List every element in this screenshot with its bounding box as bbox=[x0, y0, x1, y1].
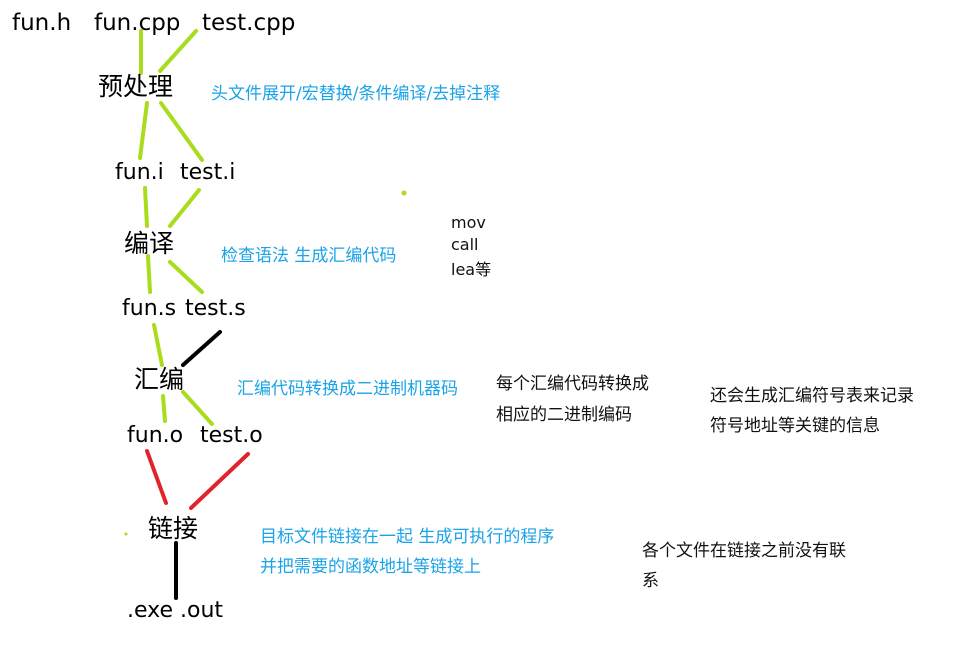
asm-example-call: call bbox=[451, 235, 479, 254]
file-fun-o: fun.o bbox=[127, 423, 184, 448]
connector-test-o-link bbox=[189, 452, 250, 510]
note-compile: 检查语法 生成汇编代码 bbox=[221, 246, 397, 266]
file-test-s: test.s bbox=[185, 296, 246, 321]
file-fun-cpp: fun.cpp bbox=[94, 10, 181, 36]
connector-compile-test-s bbox=[168, 260, 204, 294]
stage-compile: 编译 bbox=[124, 229, 175, 258]
file-test-i: test.i bbox=[180, 160, 236, 185]
connector-test-i-compile bbox=[168, 188, 201, 228]
note-link-line2: 并把需要的函数地址等链接上 bbox=[260, 557, 481, 577]
assemble-detail-line1: 每个汇编代码转换成 bbox=[496, 374, 649, 394]
note-link-line1: 目标文件链接在一起 生成可执行的程序 bbox=[260, 527, 555, 547]
asm-example-mov: mov bbox=[451, 213, 486, 232]
connector-preprocess-fun-i bbox=[138, 101, 149, 160]
note-preprocess: 头文件展开/宏替换/条件编译/去掉注释 bbox=[211, 84, 501, 104]
note-assemble: 汇编代码转换成二进制机器码 bbox=[237, 379, 458, 399]
assemble-detail-line2: 相应的二进制编码 bbox=[496, 405, 632, 425]
stage-preprocess: 预处理 bbox=[98, 72, 174, 101]
connector-test-s-assemble bbox=[181, 330, 222, 367]
stage-assemble: 汇编 bbox=[134, 365, 185, 394]
connector-fun-o-link bbox=[145, 449, 168, 505]
file-exe-out: .exe .out bbox=[127, 598, 224, 623]
symbol-table-line1: 还会生成汇编符号表来记录 bbox=[710, 386, 914, 406]
link-detail-line1: 各个文件在链接之前没有联 bbox=[642, 541, 846, 561]
connector-test-cpp-preprocess bbox=[158, 29, 198, 73]
link-detail-line2: 系 bbox=[642, 571, 659, 591]
connector-fun-i-compile bbox=[143, 186, 149, 228]
file-test-cpp: test.cpp bbox=[202, 10, 296, 36]
file-fun-h: fun.h bbox=[12, 10, 72, 36]
stage-link: 链接 bbox=[148, 514, 199, 543]
connector-fun-s-assemble bbox=[152, 323, 164, 367]
stray-green-dot bbox=[401, 190, 407, 196]
asm-example-lea: lea等 bbox=[451, 260, 492, 279]
stray-green-dot-2 bbox=[124, 532, 128, 536]
symbol-table-line2: 符号地址等关键的信息 bbox=[710, 416, 880, 436]
connector-compile-fun-s bbox=[146, 254, 152, 294]
connector-preprocess-test-i bbox=[159, 101, 204, 162]
connector-assemble-fun-o bbox=[161, 394, 167, 423]
file-fun-i: fun.i bbox=[115, 160, 164, 185]
file-fun-s: fun.s bbox=[122, 296, 177, 321]
file-test-o: test.o bbox=[200, 423, 263, 448]
connector-assemble-test-o bbox=[181, 390, 214, 426]
